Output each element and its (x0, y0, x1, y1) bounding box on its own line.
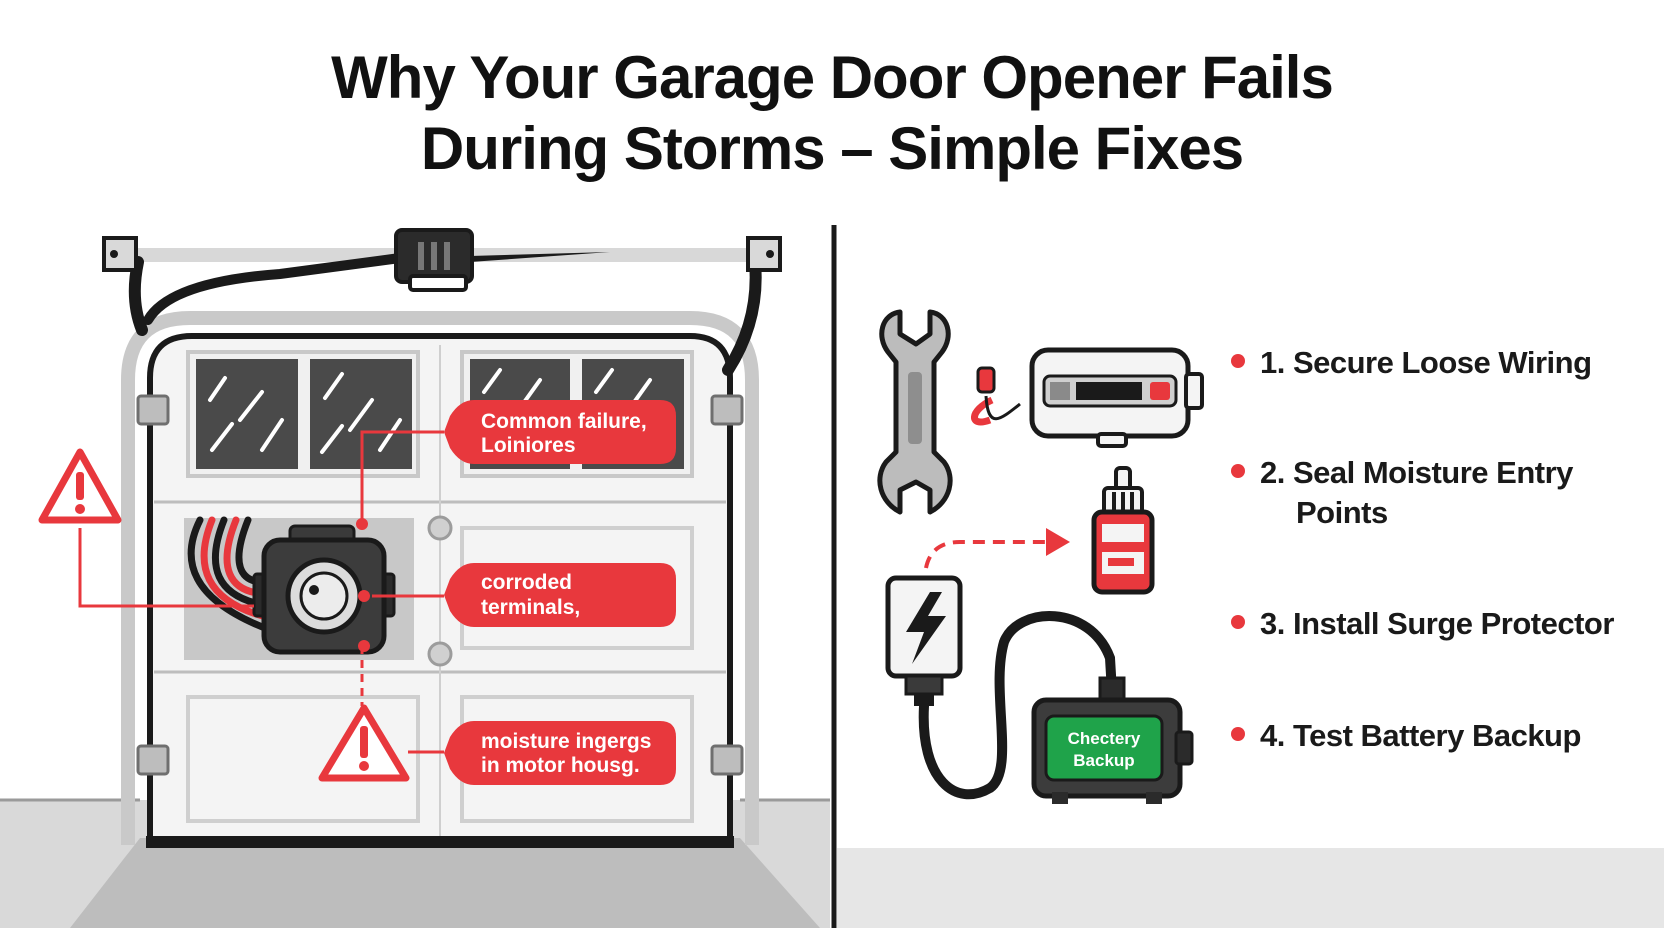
dashed-arrow (924, 528, 1070, 569)
callout-corroded-terminals: corroded terminals, (444, 563, 676, 627)
wall-bracket-left (102, 236, 138, 272)
door-bottom-seal (146, 836, 734, 848)
svg-text:4. Test Battery Backup: 4. Test Battery Backup (1260, 718, 1581, 753)
svg-text:2. Seal Moisture Entry: 2. Seal Moisture Entry (1260, 455, 1574, 490)
fixes-list: 1. Secure Loose Wiring 2. Seal Moisture … (1231, 345, 1615, 753)
svg-text:terminals,: terminals, (481, 596, 580, 619)
battery-icon: Chectery Backup (1031, 676, 1194, 804)
battery-badge-line-1: Chectery (1068, 729, 1141, 748)
bullet (1231, 464, 1245, 478)
fix-item: 2. Seal Moisture Entry Points (1231, 455, 1575, 530)
lightning-icon (906, 592, 946, 664)
title-line-1: Why Your Garage Door Opener Fails (331, 44, 1333, 111)
svg-text:corroded: corroded (481, 571, 572, 594)
motor-terminal-block (252, 524, 396, 655)
svg-text:Loiniores: Loiniores (481, 434, 576, 457)
svg-text:Common failure,: Common failure, (481, 410, 647, 433)
opener-rail (143, 253, 405, 325)
plug-icon (885, 575, 963, 706)
svg-text:moisture ingergs: moisture ingergs (481, 730, 651, 753)
svg-text:1. Secure Loose Wiring: 1. Secure Loose Wiring (1260, 345, 1592, 380)
door-hinges (136, 394, 744, 776)
fix-item: 1. Secure Loose Wiring (1231, 345, 1592, 380)
driveway (70, 838, 820, 928)
warning-triangle-icon (318, 704, 410, 782)
fix-item: 4. Test Battery Backup (1231, 718, 1581, 753)
battery-badge-line-2: Backup (1073, 751, 1134, 770)
callout-connectors (78, 430, 444, 754)
door-frame (121, 311, 759, 845)
svg-text:3. Install Surge Protector: 3. Install Surge Protector (1260, 606, 1614, 641)
right-floor (837, 848, 1664, 928)
wrench-icon (877, 309, 953, 515)
fix-item: 3. Install Surge Protector (1231, 606, 1615, 641)
bullet (1231, 727, 1245, 741)
page-title: Why Your Garage Door Opener Fails During… (331, 44, 1334, 182)
sealant-bottle-icon (1091, 466, 1155, 595)
warning-triangle-icon (38, 448, 122, 524)
bullet (1231, 354, 1245, 368)
garage-scene: Common failure, Loiniores corroded termi… (0, 228, 830, 928)
svg-text:Points: Points (1296, 495, 1388, 530)
callout-moisture-ingress: moisture ingergs in motor housg. (444, 721, 676, 785)
wall-bracket-right (746, 236, 782, 272)
power-cord (918, 611, 1117, 800)
callout-common-failure: Common failure, Loiniores (444, 400, 676, 464)
opener-receiver-icon (971, 347, 1204, 448)
title-line-2: During Storms – Simple Fixes (421, 115, 1243, 182)
bullet (1231, 615, 1245, 629)
svg-text:in motor housg.: in motor housg. (481, 754, 640, 777)
opener-motor-unit (394, 228, 474, 292)
fixes-panel: Chectery Backup 1. Secure Loose Wiring 2… (837, 309, 1664, 928)
